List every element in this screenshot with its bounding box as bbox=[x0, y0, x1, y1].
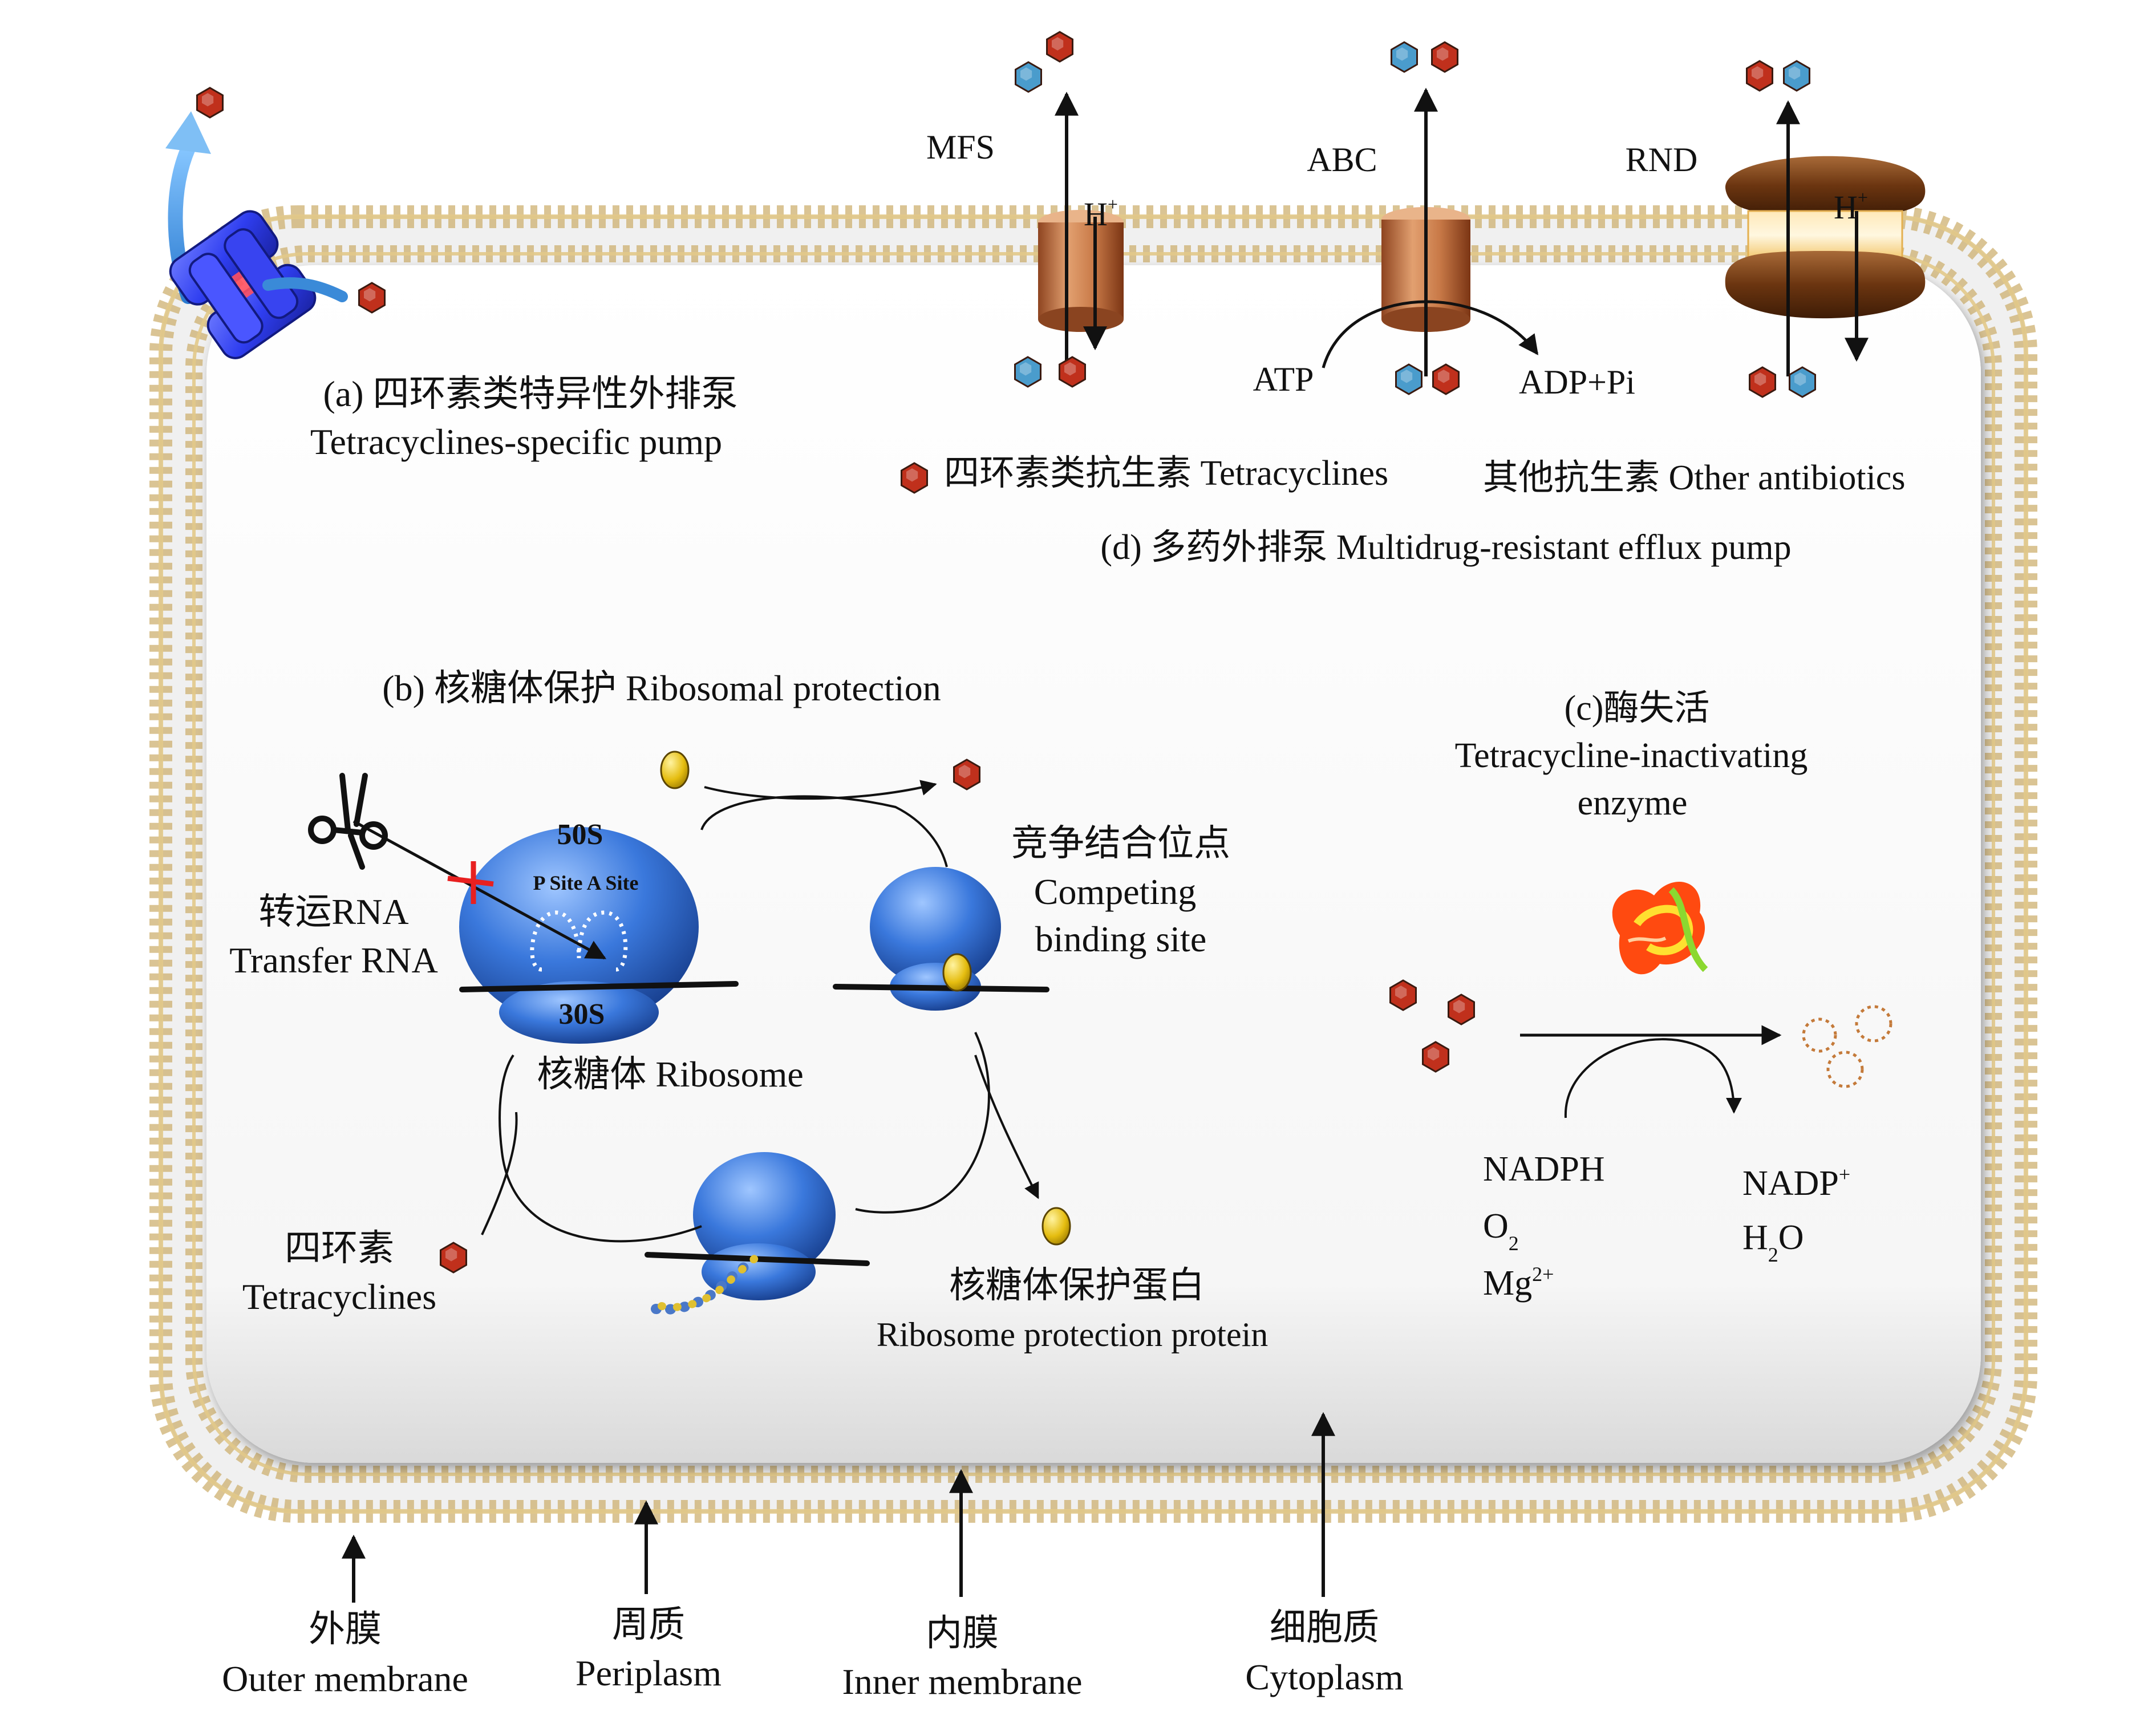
label-abc: ABC bbox=[1307, 141, 1377, 179]
tetracycline-icon bbox=[1749, 366, 1776, 398]
other-antibiotic-icon bbox=[1783, 60, 1810, 92]
other-antibiotic-icon bbox=[1015, 61, 1042, 93]
ribosome-translating bbox=[645, 1152, 870, 1315]
cofactor-arrow bbox=[1564, 1038, 1742, 1118]
label-a-en: Tetracyclines-specific pump bbox=[310, 421, 722, 462]
other-antibiotic-icon bbox=[1395, 363, 1423, 395]
tetracycline-icon bbox=[440, 1242, 467, 1274]
abc-pump bbox=[1322, 87, 1539, 376]
tetracycline-icon bbox=[196, 87, 224, 119]
ribosomal-cycle-arrows bbox=[481, 780, 1039, 1243]
label-rpp-en: Ribosome protection protein bbox=[877, 1316, 1269, 1353]
label-peri-cn: 周质 bbox=[612, 1604, 685, 1645]
label-compete-en1: Competing bbox=[1034, 871, 1196, 912]
label-c-line3: enzyme bbox=[1578, 784, 1688, 822]
label-rnd: RND bbox=[1626, 141, 1698, 179]
block-cross-icon bbox=[447, 861, 494, 904]
tetracycline-icon bbox=[1422, 1041, 1449, 1073]
other-antibiotic-icon bbox=[1789, 366, 1816, 398]
label-trna-en: Transfer RNA bbox=[229, 940, 438, 980]
label-outer-cn: 外膜 bbox=[309, 1609, 382, 1649]
tetracycline-icon bbox=[1431, 41, 1458, 73]
rnd-pump bbox=[1725, 100, 1926, 376]
label-cyto-en: Cytoplasm bbox=[1245, 1657, 1403, 1697]
label-outer-en: Outer membrane bbox=[222, 1659, 468, 1699]
label-mg: Mg2+ bbox=[1483, 1263, 1554, 1303]
label-compete-cn: 竞争结合位点 bbox=[1011, 823, 1230, 863]
ribosome-main bbox=[459, 827, 739, 1044]
label-compete-en2: binding site bbox=[1035, 919, 1206, 959]
label-tetra-cn: 四环素 bbox=[285, 1228, 394, 1268]
other-antibiotic-molecules bbox=[1014, 41, 1816, 398]
other-antibiotic-icon bbox=[1391, 41, 1418, 73]
label-cyto-cn: 细胞质 bbox=[1270, 1607, 1379, 1648]
tetracycline-icon bbox=[1746, 60, 1773, 92]
label-nadph: NADPH bbox=[1483, 1150, 1605, 1189]
legend-tetracyclines: 四环素类抗生素 Tetracyclines bbox=[944, 454, 1388, 493]
enzyme-protein-icon bbox=[1612, 882, 1708, 975]
label-mfs-h: H+ bbox=[1084, 194, 1118, 233]
mfs-pump bbox=[1038, 91, 1124, 379]
degraded-products bbox=[1802, 1005, 1892, 1088]
label-tetra-en: Tetracyclines bbox=[242, 1276, 436, 1317]
tetracycline-icon bbox=[1389, 979, 1417, 1011]
tetracycline-icon bbox=[1059, 356, 1086, 388]
label-inner-cn: 内膜 bbox=[926, 1613, 999, 1653]
label-ribosome: 核糖体 Ribosome bbox=[537, 1054, 804, 1094]
tetracycline-icon bbox=[1046, 31, 1073, 63]
label-trna-cn: 转运RNA bbox=[258, 891, 408, 932]
label-p-a-site: P Site A Site bbox=[533, 871, 638, 894]
label-rnd-h: H+ bbox=[1834, 187, 1868, 226]
label-rpp-cn: 核糖体保护蛋白 bbox=[949, 1265, 1205, 1305]
label-inner-en: Inner membrane bbox=[842, 1661, 1082, 1702]
label-adp: ADP+Pi bbox=[1519, 363, 1635, 401]
transfer-rna-scissors-icon bbox=[308, 773, 388, 870]
label-c-line2: Tetracycline-inactivating bbox=[1455, 736, 1808, 775]
rpp-tokens bbox=[660, 751, 1071, 1246]
bottom-pointer-arrows bbox=[342, 1412, 1335, 1603]
labels: (a) 四环素类特异性外排泵 Tetracyclines-specific pu… bbox=[222, 128, 1905, 1702]
tetracycline-icon bbox=[953, 759, 980, 790]
tetracycline-icon bbox=[1448, 994, 1475, 1025]
rpp-token-top bbox=[660, 751, 690, 789]
label-c-line1: (c)酶失活 bbox=[1565, 689, 1710, 728]
label-o2: O2 bbox=[1483, 1207, 1519, 1255]
label-30s: 30S bbox=[559, 998, 605, 1031]
other-antibiotic-icon bbox=[1014, 356, 1041, 388]
label-50s: 50S bbox=[557, 818, 603, 851]
label-a-cn: (a) 四环素类特异性外排泵 bbox=[323, 374, 737, 414]
legend-other-antibiotics: 其他抗生素 Other antibiotics bbox=[1483, 459, 1905, 497]
label-nadp: NADP+ bbox=[1742, 1163, 1850, 1203]
ribosome-competing bbox=[833, 867, 1049, 1011]
trna-arrow bbox=[352, 820, 607, 960]
label-mfs: MFS bbox=[926, 128, 995, 166]
tetracycline-icon bbox=[358, 282, 386, 314]
label-h2o: H2O bbox=[1742, 1218, 1804, 1266]
label-d-title: (d) 多药外排泵 Multidrug-resistant efflux pum… bbox=[1100, 528, 1791, 567]
tetracycline-molecules bbox=[196, 31, 1776, 1274]
label-atp: ATP bbox=[1253, 360, 1314, 398]
tetracycline-specific-pump bbox=[165, 111, 348, 359]
label-peri-en: Periplasm bbox=[576, 1653, 722, 1693]
tetracycline-icon bbox=[1432, 363, 1460, 395]
cytoplasm-area bbox=[206, 265, 1981, 1463]
tetracycline-icon bbox=[901, 462, 928, 494]
rpp-token-bottom bbox=[1041, 1207, 1071, 1246]
label-b-title: (b) 核糖体保护 Ribosomal protection bbox=[382, 668, 941, 708]
